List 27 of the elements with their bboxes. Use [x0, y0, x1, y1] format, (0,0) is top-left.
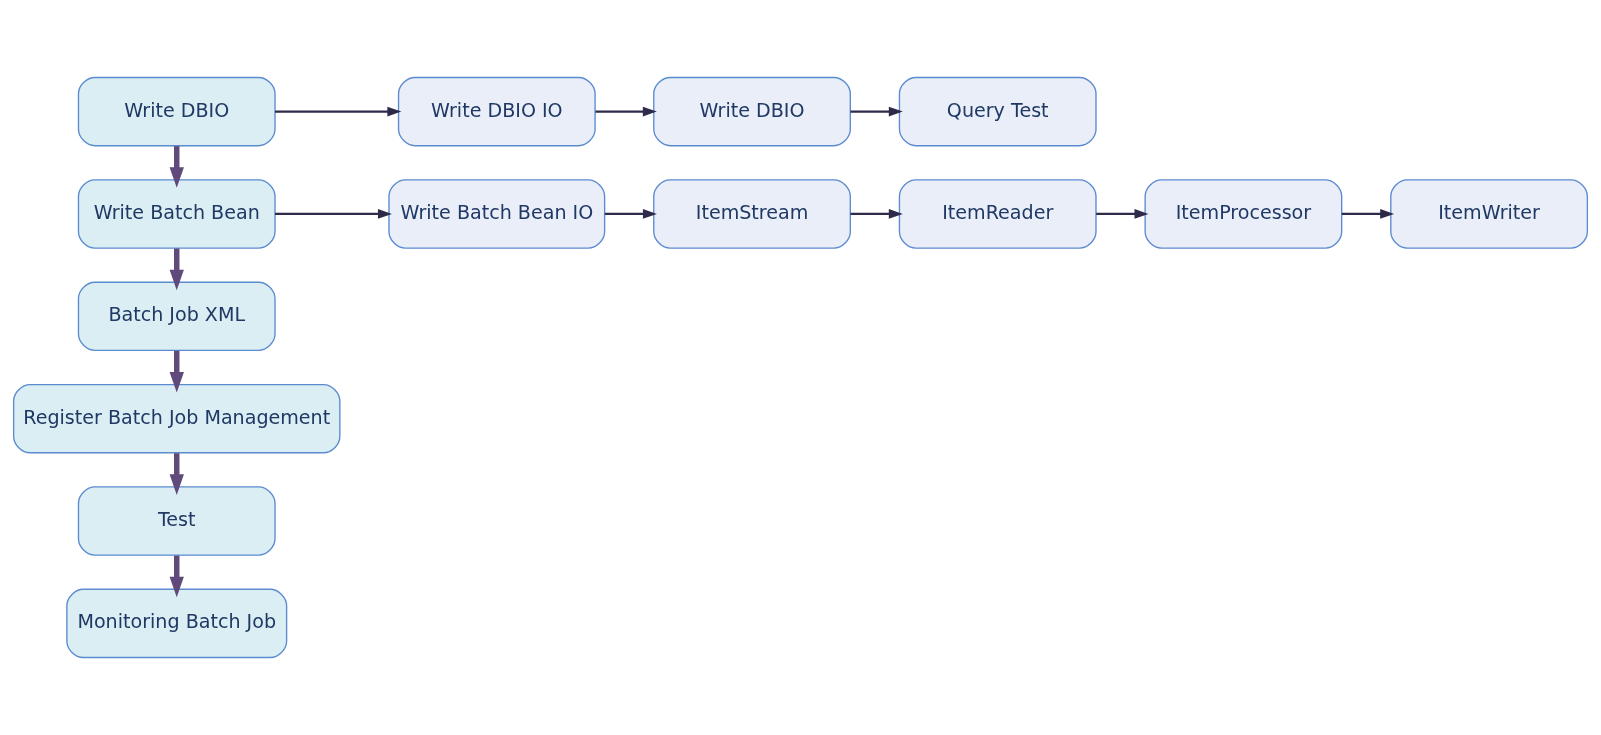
- node-box: Batch Job XML: [77, 281, 276, 352]
- arrow: [1096, 209, 1149, 219]
- arrow: [169, 248, 184, 291]
- node-box: Write DBIO: [77, 76, 276, 147]
- node-box: ItemProcessor: [1144, 179, 1343, 249]
- arrow: [850, 209, 903, 219]
- node-box: Query Test: [898, 76, 1097, 147]
- node-box: Register Batch Job Management: [12, 383, 341, 454]
- node-box: Write Batch Bean IO: [388, 179, 606, 249]
- arrow: [275, 209, 392, 219]
- arrow: [1341, 209, 1395, 219]
- node-box: ItemReader: [898, 179, 1097, 249]
- arrow: [850, 106, 903, 117]
- arrow: [169, 555, 184, 598]
- node-box: Test: [77, 486, 276, 556]
- node-box: Write Batch Bean: [77, 179, 276, 249]
- node-box: Write DBIO IO: [397, 76, 596, 147]
- arrow: [169, 350, 184, 393]
- arrow: [169, 146, 184, 188]
- node-box: Write DBIO: [653, 76, 851, 147]
- arrow: [595, 106, 657, 117]
- arrow: [169, 453, 184, 495]
- node-box: ItemStream: [653, 179, 851, 249]
- node-box: Monitoring Batch Job: [66, 588, 288, 659]
- arrow: [604, 209, 657, 219]
- arrow: [275, 106, 402, 117]
- node-box: ItemWriter: [1390, 179, 1589, 249]
